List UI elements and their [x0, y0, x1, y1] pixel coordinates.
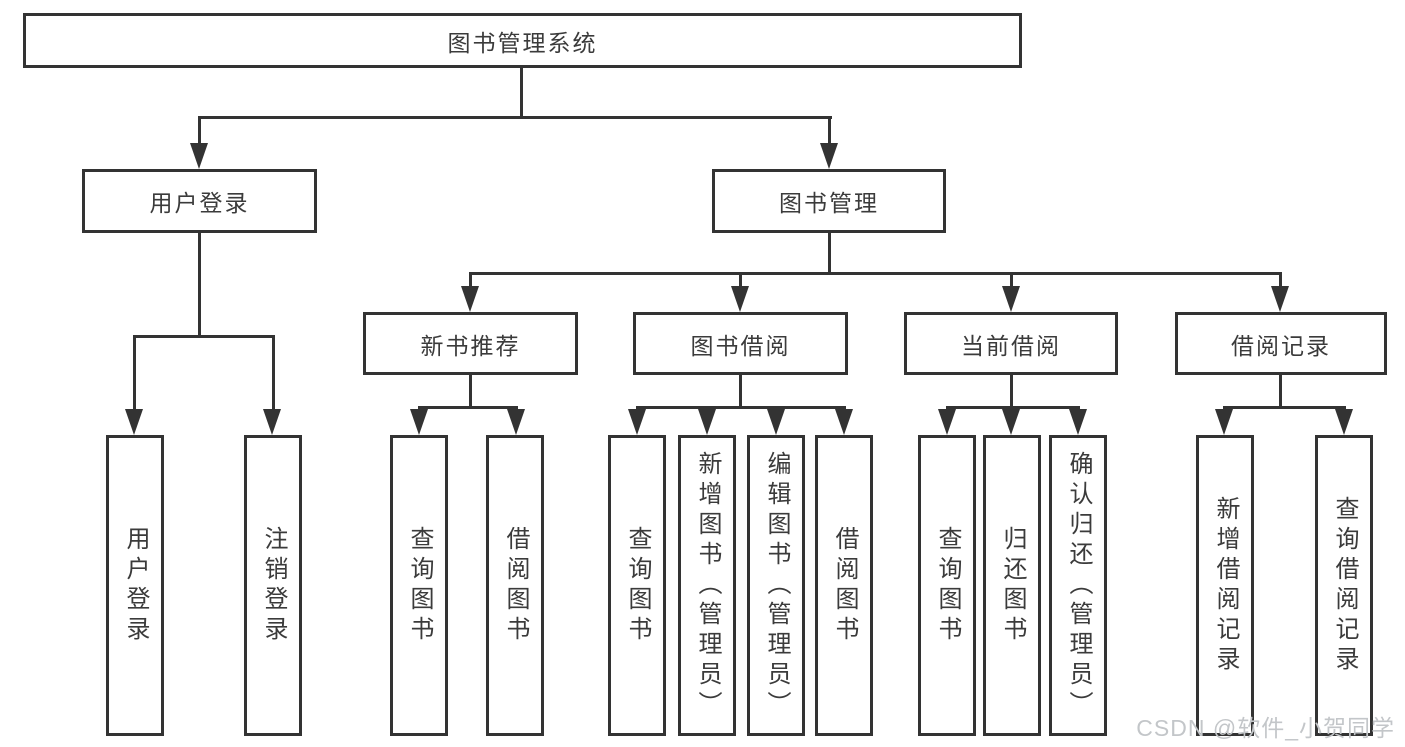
leaf-cur-query-books: 查询图书	[918, 435, 976, 736]
leaf-bor-borrow-books: 借阅图书	[815, 435, 873, 736]
leaf-bor-edit-books-admin-label: 编辑图书（管理员）	[763, 450, 790, 721]
arrow-down-icon	[731, 286, 749, 312]
leaf-user-login: 用户登录	[106, 435, 164, 736]
leaf-rec-query-books-label: 查询图书	[406, 525, 433, 646]
arrow-down-icon	[410, 409, 428, 435]
leaf-bor-borrow-books-label: 借阅图书	[831, 525, 858, 646]
node-root-label: 图书管理系统	[447, 29, 598, 56]
leaf-rcd-query-borrow-record: 查询借阅记录	[1315, 435, 1373, 736]
connector-line	[1010, 375, 1013, 408]
leaf-rec-borrow-books: 借阅图书	[486, 435, 544, 736]
arrow-down-icon	[1335, 409, 1353, 435]
leaf-bor-add-books-admin: 新增图书（管理员）	[678, 435, 736, 736]
node-book-borrowing: 图书借阅	[633, 312, 848, 375]
connector-line	[739, 375, 742, 408]
connector-line	[198, 116, 201, 146]
connector-line	[198, 233, 201, 337]
node-book-management: 图书管理	[712, 169, 946, 233]
connector-line	[1279, 272, 1282, 290]
connector-line	[198, 116, 832, 119]
arrow-down-icon	[628, 409, 646, 435]
connector-line	[1279, 375, 1282, 408]
connector-line	[739, 272, 742, 290]
connector-line	[828, 116, 831, 146]
arrow-down-icon	[835, 409, 853, 435]
node-user-login-label: 用户登录	[149, 190, 250, 216]
leaf-cur-query-books-label: 查询图书	[934, 525, 961, 646]
leaf-rcd-query-borrow-record-label: 查询借阅记录	[1331, 495, 1358, 676]
leaf-bor-query-books: 查询图书	[608, 435, 666, 736]
arrow-down-icon	[1215, 409, 1233, 435]
leaf-cur-confirm-return-admin-label: 确认归还（管理员）	[1065, 450, 1092, 721]
connector-line	[133, 335, 136, 411]
node-current-borrowing: 当前借阅	[904, 312, 1118, 375]
csdn-watermark: CSDN @软件_小贺同学	[1136, 715, 1395, 741]
leaf-cur-confirm-return-admin: 确认归还（管理员）	[1049, 435, 1107, 736]
leaf-bor-add-books-admin-label: 新增图书（管理员）	[694, 450, 721, 721]
leaf-cur-return-books: 归还图书	[983, 435, 1041, 736]
arrow-down-icon	[698, 409, 716, 435]
leaf-user-login-label: 用户登录	[122, 525, 149, 646]
arrow-down-icon	[1002, 409, 1020, 435]
connector-line	[469, 375, 472, 408]
arrow-down-icon	[767, 409, 785, 435]
arrow-down-icon	[938, 409, 956, 435]
leaf-cur-return-books-label: 归还图书	[999, 525, 1026, 646]
connector-line	[133, 335, 274, 338]
connector-line	[469, 272, 1282, 275]
node-new-book-recommend: 新书推荐	[363, 312, 578, 375]
arrow-down-icon	[125, 409, 143, 435]
node-current-borrowing-label: 当前借阅	[961, 332, 1061, 359]
leaf-bor-edit-books-admin: 编辑图书（管理员）	[747, 435, 805, 736]
arrow-down-icon	[190, 143, 208, 169]
connector-line	[1010, 272, 1013, 290]
leaf-logout: 注销登录	[244, 435, 302, 736]
node-book-management-label: 图书管理	[779, 190, 879, 216]
leaf-rcd-add-borrow-record-label: 新增借阅记录	[1212, 495, 1239, 676]
leaf-bor-query-books-label: 查询图书	[624, 525, 651, 646]
connector-line	[520, 68, 523, 117]
leaf-rec-query-books: 查询图书	[390, 435, 448, 736]
node-new-book-recommend-label: 新书推荐	[420, 332, 521, 359]
node-user-login: 用户登录	[82, 169, 317, 233]
node-borrow-records-label: 借阅记录	[1231, 332, 1331, 359]
node-book-borrowing-label: 图书借阅	[690, 332, 791, 359]
node-borrow-records: 借阅记录	[1175, 312, 1387, 375]
connector-line	[272, 335, 275, 411]
connector-line	[946, 406, 1080, 409]
arrow-down-icon	[1271, 286, 1289, 312]
arrow-down-icon	[263, 409, 281, 435]
leaf-rec-borrow-books-label: 借阅图书	[502, 525, 529, 646]
arrow-down-icon	[820, 143, 838, 169]
connector-line	[1223, 406, 1346, 409]
connector-line	[636, 406, 846, 409]
arrow-down-icon	[461, 286, 479, 312]
leaf-logout-label: 注销登录	[260, 525, 287, 646]
connector-line	[418, 406, 518, 409]
arrow-down-icon	[1002, 286, 1020, 312]
connector-line	[828, 233, 831, 274]
connector-line	[469, 272, 472, 290]
leaf-rcd-add-borrow-record: 新增借阅记录	[1196, 435, 1254, 736]
node-root: 图书管理系统	[23, 13, 1022, 68]
arrow-down-icon	[507, 409, 525, 435]
arrow-down-icon	[1069, 409, 1087, 435]
